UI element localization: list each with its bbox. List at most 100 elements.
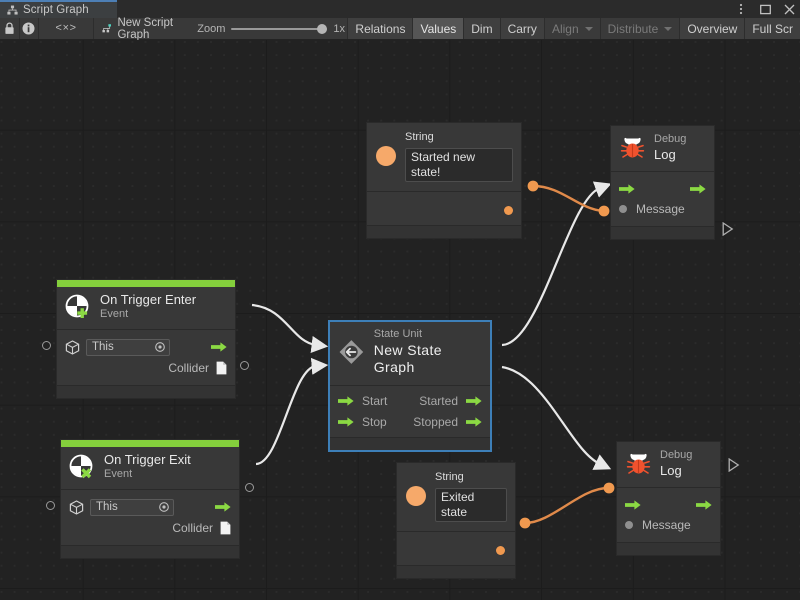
toolbar-button-distribute[interactable]: Distribute	[599, 18, 680, 39]
toolbar-button-label: Values	[420, 21, 457, 36]
node-body	[367, 192, 521, 225]
zoom-slider-knob[interactable]	[317, 23, 328, 34]
toolbar-button-label: Relations	[355, 21, 406, 36]
flow-output-arrow-icon[interactable]	[690, 184, 706, 194]
toolbar-button-label: Carry	[507, 21, 537, 36]
zoom-control: Zoom 1x	[193, 18, 347, 39]
chevron-down-icon	[664, 26, 673, 31]
toolbar-button-carry[interactable]: Carry	[499, 18, 544, 39]
node-string-bottom[interactable]: String Exited state	[396, 462, 516, 579]
external-collider-port[interactable]	[245, 483, 254, 492]
node-header: Debug Log	[611, 126, 714, 172]
flow-output-arrow-icon[interactable]	[215, 502, 231, 512]
flow-output-arrow-icon[interactable]	[696, 500, 712, 510]
toolbar-button-label: Align	[551, 21, 579, 36]
node-title: String	[435, 471, 464, 483]
lock-icon[interactable]	[0, 18, 20, 39]
toolbar-button-label: Dim	[471, 21, 493, 36]
flow-port-row	[619, 180, 706, 198]
object-picker-icon[interactable]	[159, 502, 169, 512]
start-input-arrow-icon[interactable]	[338, 396, 354, 406]
target-object-field[interactable]: This	[90, 498, 174, 516]
stop-port-row: Stop Stopped	[338, 412, 482, 433]
node-accent-bar	[61, 440, 239, 447]
output-port-dot[interactable]	[496, 545, 505, 555]
graph-name-field[interactable]: New Script Graph	[94, 17, 193, 41]
string-value-field[interactable]: Exited state	[435, 487, 507, 522]
started-output-arrow-icon[interactable]	[466, 396, 482, 406]
tab-label: Script Graph	[23, 4, 89, 16]
node-string-top[interactable]: String Started new state!	[366, 122, 522, 239]
toolbar-button-relations[interactable]: Relations	[347, 18, 413, 39]
zoom-slider-track	[231, 27, 328, 30]
node-header-text: String Exited state	[435, 471, 507, 522]
collider-label: Collider	[172, 521, 213, 535]
node-header-text: On Trigger Exit Event	[104, 452, 191, 482]
toolbar-button-align[interactable]: Align	[543, 18, 600, 39]
toolbar-button-label: Full Scr	[752, 21, 793, 36]
tab-script-graph[interactable]: Script Graph	[0, 0, 117, 18]
message-label: Message	[636, 202, 685, 216]
message-input-dot[interactable]	[619, 205, 627, 213]
close-icon[interactable]	[782, 2, 796, 16]
more-options-icon[interactable]	[734, 2, 748, 16]
node-subtitle: Event	[104, 468, 133, 481]
node-title: On Trigger Exit	[104, 452, 191, 467]
edge-endpoint-dot	[527, 180, 539, 192]
toolbar-button-values[interactable]: Values	[412, 18, 464, 39]
stop-input-arrow-icon[interactable]	[338, 417, 354, 427]
stopped-output-arrow-icon[interactable]	[466, 417, 482, 427]
node-footer	[57, 385, 235, 398]
collider-doc-icon[interactable]	[220, 521, 231, 535]
node-on-trigger-enter[interactable]: On Trigger Enter Event This	[56, 279, 236, 399]
node-footer	[330, 436, 490, 450]
edge-endpoint-dot	[519, 517, 531, 529]
node-header: On Trigger Exit Event	[61, 447, 239, 490]
node-state-unit[interactable]: State Unit New State Graph Start Started	[328, 320, 492, 452]
node-debug-log-bottom[interactable]: Debug Log Message	[616, 441, 721, 556]
node-footer	[611, 226, 714, 239]
object-picker-icon[interactable]	[155, 342, 165, 352]
toolbar-button-dim[interactable]: Dim	[463, 18, 500, 39]
node-footer	[367, 224, 521, 238]
node-header: State Unit New State Graph	[330, 322, 490, 386]
graph-toolbar: <×> New Script Graph Zoom 1x Relations V…	[0, 17, 800, 41]
message-input-dot[interactable]	[625, 521, 633, 529]
flow-output-arrow-icon[interactable]	[211, 342, 227, 352]
edge-string-to-message-top	[532, 184, 604, 213]
node-subtitle: Debug	[660, 449, 693, 461]
message-label: Message	[642, 518, 691, 532]
zoom-slider[interactable]	[231, 23, 328, 35]
toolbar-button-label: Distribute	[607, 21, 659, 36]
node-on-trigger-exit[interactable]: On Trigger Exit Event This	[60, 439, 240, 559]
info-icon[interactable]	[20, 18, 39, 39]
edge-endpoint-dot	[598, 205, 610, 217]
toolbar-right-buttons: Relations Values Dim Carry Align Distrib…	[347, 18, 800, 39]
flow-input-arrow-icon[interactable]	[625, 500, 641, 510]
node-title: Log	[654, 146, 676, 162]
graph-canvas[interactable]: String Started new state! Deb	[0, 40, 800, 600]
maximize-icon[interactable]	[758, 2, 772, 16]
toolbar-button-fullscreen[interactable]: Full Scr	[744, 18, 800, 39]
external-flow-output-icon[interactable]	[728, 458, 740, 472]
output-port-dot[interactable]	[504, 205, 513, 215]
external-target-port[interactable]	[46, 501, 55, 510]
external-flow-output-icon[interactable]	[722, 222, 734, 236]
code-view-button[interactable]: <×>	[39, 18, 95, 39]
external-collider-port[interactable]	[240, 361, 249, 370]
state-unit-icon	[339, 340, 364, 365]
external-target-port[interactable]	[42, 341, 51, 350]
bug-icon	[620, 137, 645, 158]
string-value-field[interactable]: Started new state!	[405, 147, 513, 182]
string-value-icon	[406, 486, 426, 507]
target-object-field[interactable]: This	[86, 338, 170, 356]
message-port-row: Message	[619, 198, 706, 220]
node-footer	[397, 564, 515, 578]
collider-doc-icon[interactable]	[216, 361, 227, 375]
toolbar-button-overview[interactable]: Overview	[679, 18, 745, 39]
zoom-value: 1x	[333, 22, 346, 35]
graph-node-icon	[102, 24, 112, 33]
flow-input-arrow-icon[interactable]	[619, 184, 635, 194]
node-title: On Trigger Enter	[100, 292, 197, 307]
node-debug-log-top[interactable]: Debug Log Message	[610, 125, 715, 240]
